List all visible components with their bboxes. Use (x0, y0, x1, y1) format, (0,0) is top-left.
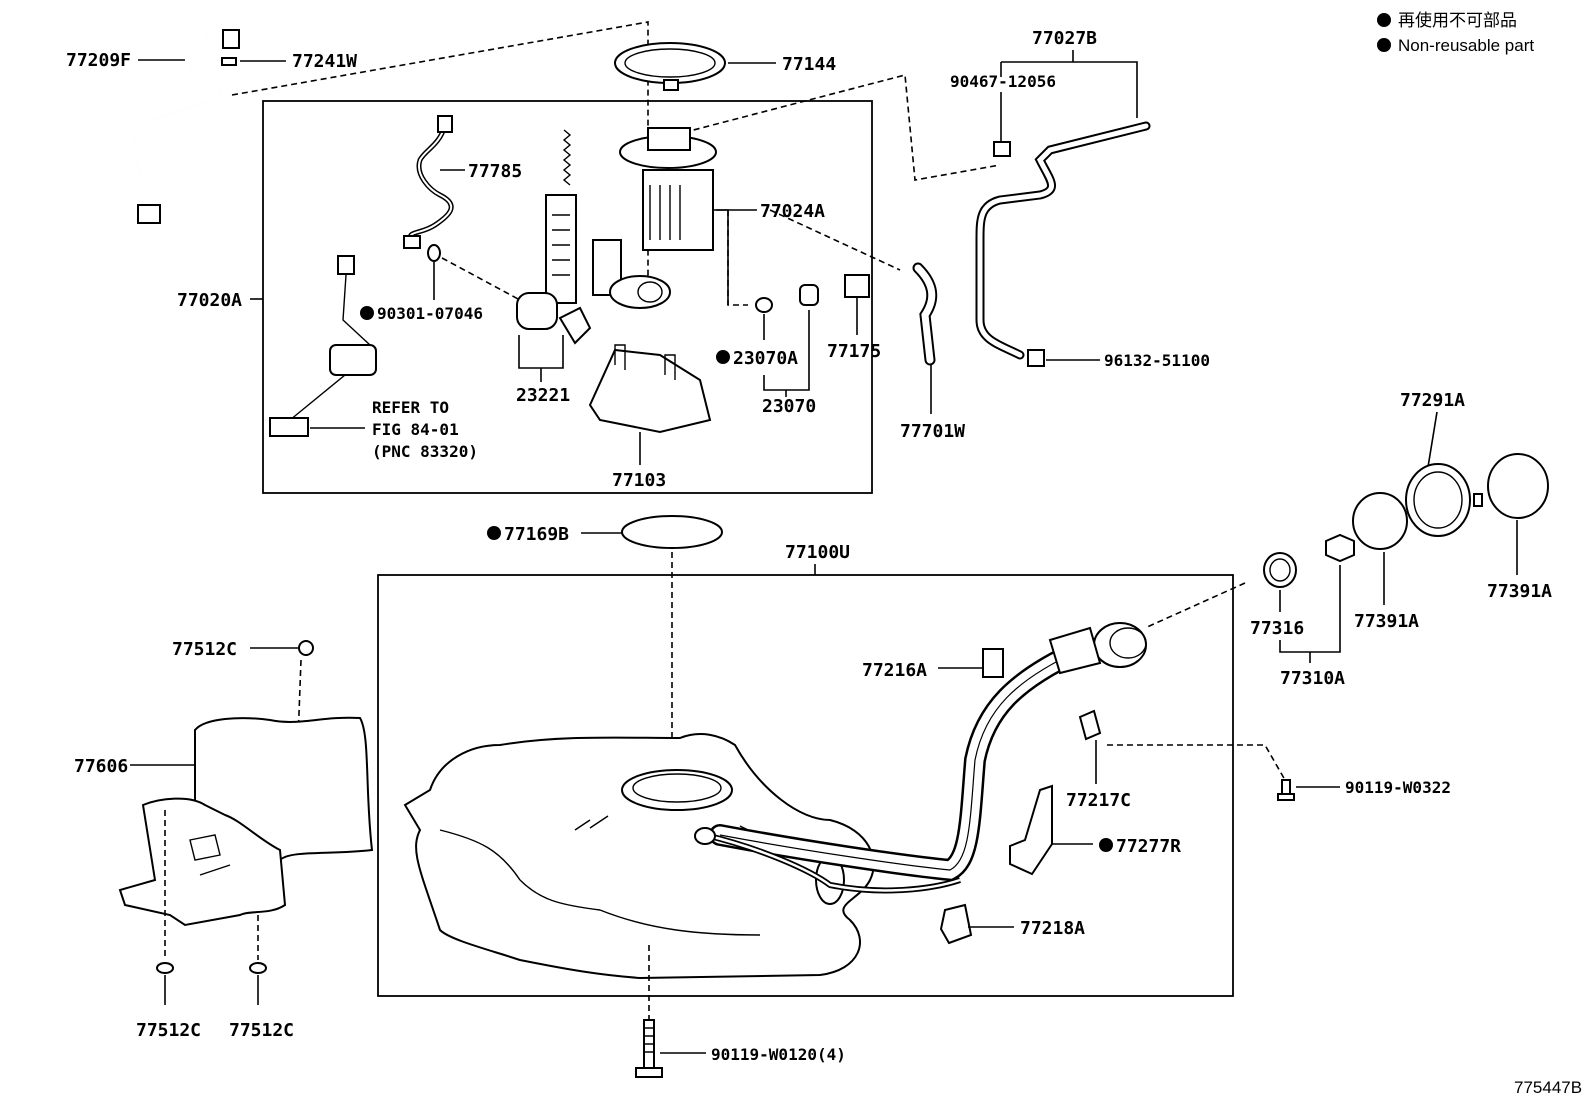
label-77175: 77175 (827, 341, 881, 362)
label-77218A: 77218A (1020, 918, 1085, 939)
part-77316-ring (1263, 552, 1297, 588)
label-23221: 23221 (516, 385, 570, 406)
label-77277R: 77277R (1116, 836, 1181, 857)
label-77020A: 77020A (177, 290, 242, 311)
label-77144: 77144 (782, 54, 836, 75)
legend-english: Non-reusable part (1398, 36, 1534, 55)
label-77391A-right: 77391A (1487, 581, 1552, 602)
label-77606: 77606 (74, 756, 128, 777)
part-77391A-gasket-right (1487, 453, 1549, 519)
part-90301-o-ring (427, 244, 441, 262)
part-fuel-sender-gauge (269, 255, 377, 437)
part-77027B-hose (975, 121, 1151, 360)
label-77785: 77785 (468, 161, 522, 182)
label-96132-51100: 96132-51100 (1104, 351, 1210, 370)
label-23070: 23070 (762, 396, 816, 417)
non-reusable-marker-icon (360, 306, 374, 320)
non-reusable-marker-icon (1099, 838, 1113, 852)
non-reusable-marker-icon (716, 350, 730, 364)
part-23070-regulator (799, 284, 819, 306)
label-77310A: 77310A (1280, 668, 1345, 689)
label-90301-07046: 90301-07046 (377, 304, 483, 323)
label-refer-to: REFER TO (372, 398, 449, 417)
part-77144-lock-ring (614, 42, 726, 91)
non-reusable-marker-icon (487, 526, 501, 540)
label-90119-W0322: 90119-W0322 (1345, 778, 1451, 797)
part-77512C-top-nut (298, 640, 314, 656)
label-77216A: 77216A (862, 660, 927, 681)
label-77169B: 77169B (504, 524, 569, 545)
part-fuel-filter (545, 194, 577, 304)
label-77391A-left: 77391A (1354, 611, 1419, 632)
part-77277R-protector (1009, 784, 1053, 876)
part-77024A-pump-housing (592, 127, 717, 309)
part-90119-W0322-bolt (1277, 779, 1295, 801)
legend: 再使用不可部品 Non-reusable part (1377, 10, 1534, 55)
label-77512C-left: 77512C (136, 1020, 201, 1041)
label-77512C-top: 77512C (172, 639, 237, 660)
label-refer-pnc: (PNC 83320) (372, 442, 478, 461)
part-90119-W0120-bolt (635, 1019, 663, 1078)
part-90467-clip (993, 141, 1011, 157)
label-77241W: 77241W (292, 51, 357, 72)
part-77218A-clip (939, 903, 973, 945)
part-96132-clamp (1027, 349, 1045, 367)
part-77175 (844, 274, 870, 298)
label-refer-fig: FIG 84-01 (372, 420, 459, 439)
label-77217C: 77217C (1066, 790, 1131, 811)
part-77217C-bracket (1078, 709, 1102, 741)
label-77024A: 77024A (760, 201, 825, 222)
pump-assembly-box (262, 100, 873, 494)
legend-japanese: 再使用不可部品 (1398, 10, 1517, 30)
label-77100U: 77100U (785, 542, 850, 563)
part-77169B-gasket (621, 515, 723, 549)
tank-assembly-box (377, 574, 1234, 997)
part-77103-bracket (588, 348, 712, 434)
label-77316: 77316 (1250, 618, 1304, 639)
part-77291A-filler-ring (1405, 463, 1483, 537)
part-77606-heat-protector (118, 716, 374, 927)
label-90119-W0120: 90119-W0120(4) (711, 1045, 846, 1064)
diagram-id: 775447B (1514, 1078, 1582, 1097)
part-23221-fuel-pump (516, 292, 592, 345)
part-77785-wire (407, 124, 454, 244)
non-reusable-marker-icon (1377, 13, 1391, 27)
part-77512C-left-nut (156, 962, 174, 974)
label-23070A: 23070A (733, 348, 798, 369)
part-77512C-right-nut (249, 962, 267, 974)
part-77216A-clip (982, 648, 1004, 678)
label-77701W: 77701W (900, 421, 965, 442)
label-77209F: 77209F (66, 50, 131, 71)
part-23070A-o-ring (755, 297, 773, 313)
part-77310A-nut (1325, 533, 1355, 563)
label-90467-12056: 90467-12056 (950, 72, 1056, 91)
part-77391A-gasket-left (1352, 492, 1408, 550)
label-77027B: 77027B (1032, 28, 1097, 49)
non-reusable-marker-icon (1377, 38, 1391, 52)
part-77100U-fuel-tank (403, 733, 875, 980)
label-77512C-right: 77512C (229, 1020, 294, 1041)
part-77209F-wire (133, 29, 240, 224)
part-pump-spring (562, 129, 572, 186)
part-filler-neck (1048, 622, 1147, 675)
label-77103: 77103 (612, 470, 666, 491)
part-77241W (221, 57, 237, 66)
label-77291A: 77291A (1400, 390, 1465, 411)
